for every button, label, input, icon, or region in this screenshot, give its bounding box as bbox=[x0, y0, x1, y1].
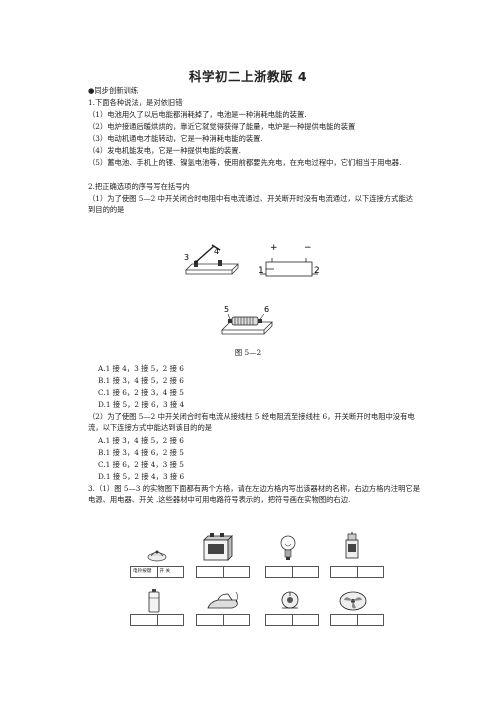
example-device-name: 电铃按键 bbox=[131, 567, 158, 577]
electric-iron-icon bbox=[207, 592, 238, 609]
q1-item-1: （1）电池用久了以后电能都消耗掉了，电池是一种消耗电能的装置. bbox=[88, 110, 307, 119]
q2-2-option-b: B.1 接 3，4 接 6，2 接 5 bbox=[98, 448, 184, 457]
car-battery-icon bbox=[203, 533, 233, 561]
label-box-generator[interactable] bbox=[330, 566, 384, 578]
example-device-type: 开 关 bbox=[159, 569, 171, 574]
bulb-type-cell[interactable] bbox=[293, 567, 319, 577]
label-box-fan[interactable] bbox=[330, 614, 384, 626]
generator-name-cell[interactable] bbox=[331, 567, 358, 577]
q1-item-2: （2）电炉接通后暖烘烘的，靠近它就觉得获得了能量，电炉是一种提供电能的装置 bbox=[88, 122, 356, 131]
rotary-switch-name-cell[interactable] bbox=[266, 615, 293, 625]
terminal-label-5: 5 bbox=[224, 305, 229, 314]
battery-name-cell[interactable] bbox=[197, 567, 224, 577]
rotary-switch-type-cell[interactable] bbox=[293, 615, 319, 625]
iron-name-cell[interactable] bbox=[197, 615, 224, 625]
electric-fan-icon bbox=[339, 591, 367, 611]
q2-2-option-d: D.1 接 5，2 接 4，3 接 6 bbox=[98, 472, 185, 481]
terminal-label-minus: − bbox=[304, 243, 312, 253]
figure-switch: 3 4 bbox=[184, 244, 239, 275]
terminal-label-1: 1 bbox=[258, 266, 264, 276]
terminal-label-4: 4 bbox=[214, 247, 219, 256]
q2-sub2: （2）为了使图 5—2 中开关闭合时有电流从接线柱 5 经电阻流至接线柱 6，开… bbox=[88, 412, 415, 432]
q1-item-5: （5）蓄电池、手机上的锂、镍氢电池等，使用前都要先充电，在充电过程中，它们相当于… bbox=[88, 158, 402, 167]
page-title: 科学初二上浙教版 4 bbox=[188, 69, 308, 84]
label-box-bulb[interactable] bbox=[265, 566, 319, 578]
example-label-box: 电铃按键 开 关 bbox=[130, 566, 184, 578]
bullet-icon: ● bbox=[88, 86, 95, 95]
generator-icon bbox=[345, 532, 359, 559]
q2-1-option-d: D.1 接 5，2 接 6，3 接 4 bbox=[98, 400, 185, 409]
figure-battery: + − 1 2 bbox=[258, 243, 320, 277]
q2-sub1: （1）为了使图 5—2 中开关闭合时电阻中有电流通过、开关断开时没有电流通过，以… bbox=[88, 194, 414, 214]
fan-type-cell[interactable] bbox=[358, 615, 384, 625]
fan-name-cell[interactable] bbox=[331, 615, 358, 625]
label-box-rotary-switch[interactable] bbox=[265, 614, 319, 626]
label-box-dry-cell[interactable] bbox=[130, 614, 184, 626]
q1-item-3: （3）电动机通电才能转动，它是一种消耗电能的装置. bbox=[88, 134, 263, 143]
q2-1-option-a: A.1 接 4，3 接 5，2 接 6 bbox=[98, 364, 184, 373]
light-bulb-icon bbox=[280, 535, 296, 560]
q2-2-option-c: C.1 接 6，2 接 4，3 接 5 bbox=[98, 460, 184, 469]
terminal-label-6: 6 bbox=[264, 305, 269, 314]
q2-stem: 2.把正确选项的序号写在括号内 bbox=[88, 182, 190, 191]
q1-stem: 1.下面各种说法，是对依旧错 bbox=[88, 98, 183, 107]
dry-cell-battery-icon bbox=[148, 589, 160, 613]
battery-type-cell[interactable] bbox=[224, 567, 250, 577]
terminal-label-2: 2 bbox=[314, 266, 320, 276]
section-header: ●同步创新训练 bbox=[88, 86, 139, 95]
rotary-switch-icon bbox=[281, 591, 299, 609]
q2-1-option-b: B.1 接 3，4 接 5，2 接 6 bbox=[98, 376, 184, 385]
bulb-name-cell[interactable] bbox=[266, 567, 293, 577]
figure-resistor: 5 6 bbox=[221, 305, 273, 335]
q1-item-4: （4）发电机能发电，它是一种提供电能的装置. bbox=[88, 146, 241, 155]
dry-cell-name-cell[interactable] bbox=[131, 615, 158, 625]
iron-type-cell[interactable] bbox=[224, 615, 250, 625]
figure-caption: 图 5—2 bbox=[234, 348, 262, 357]
dry-cell-type-cell[interactable] bbox=[158, 615, 184, 625]
label-box-battery[interactable] bbox=[196, 566, 250, 578]
q3-stem: 3.（1）图 5—3 的实物图下面都有两个方格，请在左边方格内写出该器材的名称，… bbox=[88, 484, 420, 504]
generator-type-cell[interactable] bbox=[358, 567, 384, 577]
terminal-label-3: 3 bbox=[184, 253, 189, 262]
doorbell-button-icon bbox=[147, 550, 167, 562]
q2-1-option-c: C.1 接 6，2 接 3，4 接 5 bbox=[98, 388, 184, 397]
q2-2-option-a: A.1 接 3，4 接 5，2 接 6 bbox=[98, 436, 184, 445]
label-box-iron[interactable] bbox=[196, 614, 250, 626]
terminal-label-plus: + bbox=[270, 243, 278, 253]
